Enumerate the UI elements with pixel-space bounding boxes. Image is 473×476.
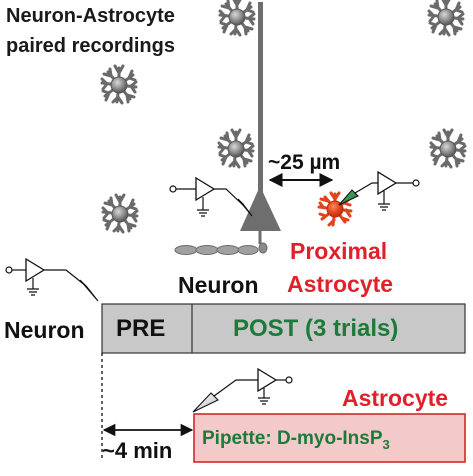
neuron-amplifier-icon bbox=[169, 177, 253, 217]
astrocyte-icon bbox=[217, 128, 255, 169]
pipette-box bbox=[193, 413, 466, 463]
pipette-label: Pipette: D-myo-InsP3 bbox=[202, 429, 390, 451]
astrocyte-amplifier-icon bbox=[338, 171, 420, 211]
pipette-amplifier-icon bbox=[192, 368, 293, 413]
pipette-label-text: Pipette: D-myo-InsP bbox=[202, 428, 383, 449]
astrocyte-icon bbox=[218, 0, 256, 37]
pipette-label-subscript: 3 bbox=[382, 436, 390, 452]
post-label: POST (3 trials) bbox=[233, 315, 399, 342]
timeline-row-label: Neuron bbox=[4, 317, 85, 343]
astrocyte-icon bbox=[101, 193, 139, 234]
astrocyte-row-label: Astrocyte bbox=[342, 385, 449, 411]
title-line-2: paired recordings bbox=[6, 35, 175, 57]
title-line-1: Neuron-Astrocyte bbox=[6, 5, 175, 27]
timeline-neuron-amplifier-icon bbox=[5, 258, 99, 302]
astrocyte-icon bbox=[427, 0, 465, 37]
pre-label: PRE bbox=[116, 315, 166, 342]
neuron-label: Neuron bbox=[178, 272, 259, 298]
astrocyte-icon bbox=[429, 128, 467, 169]
astrocyte-label: Astrocyte bbox=[287, 271, 394, 297]
proximal-label: Proximal bbox=[290, 238, 388, 264]
distance-label: ~25 µm bbox=[268, 151, 341, 174]
delay-label: ~4 min bbox=[102, 438, 173, 463]
timeline-bar bbox=[101, 303, 466, 354]
pyramidal-neuron-icon bbox=[174, 2, 281, 255]
astrocyte-icon bbox=[100, 64, 138, 105]
proximal-astrocyte-icon bbox=[317, 191, 353, 227]
